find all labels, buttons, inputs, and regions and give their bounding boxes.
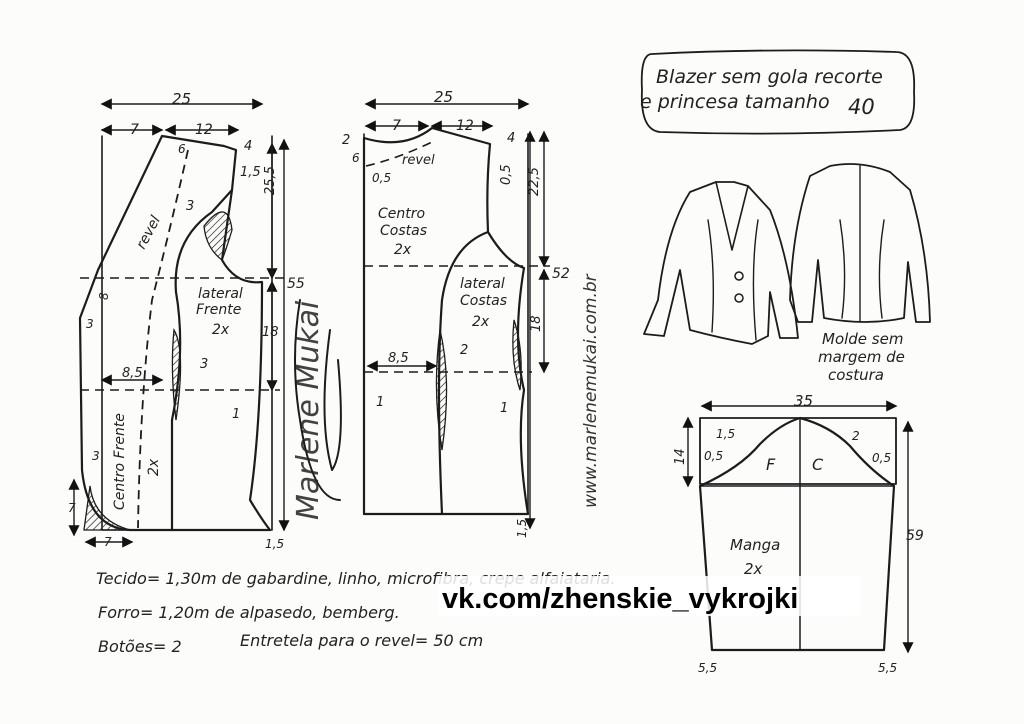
front-shoulder-label: 4: [244, 139, 252, 154]
front-panel-mark-2: 1: [232, 407, 240, 422]
sleeve-length-label: 59: [906, 528, 924, 544]
front-armhole-mark: 3: [186, 199, 194, 214]
title-size: 40: [848, 95, 875, 119]
back-total-label: 52: [552, 266, 570, 282]
back-top-right-label: 12: [456, 118, 474, 134]
front-facing-label: revel: [133, 213, 164, 252]
front-center-count: 2x: [146, 458, 162, 476]
sleeve-label: Manga: [730, 536, 780, 554]
front-side-count: 2x: [212, 322, 230, 338]
signature: Marlene Mukai: [291, 300, 326, 520]
watermark: vk.com/zhenskie_vykrojki: [442, 583, 798, 615]
sleeve-mark-right-2: 0,5: [872, 451, 891, 465]
back-side-label: 18: [529, 315, 544, 332]
back-piece: 25 7 12 4 2 6 0,5 revel 0,5 22,5 52 18 8…: [342, 88, 570, 538]
front-facing-width: 3: [86, 317, 94, 331]
front-panel-mark: 3: [200, 357, 208, 372]
sleeve-mark-left-2: 0,5: [704, 449, 723, 463]
blazer-sketch: [643, 163, 931, 345]
back-shoulder-label: 4: [507, 131, 515, 146]
back-facing-label: revel: [402, 153, 435, 168]
back-neck-depth-label: 6: [352, 151, 360, 165]
sleeve-piece: 35 14 59 F C 1,5 0,5 2 0,5 Manga 2x 5,5 …: [673, 392, 924, 675]
watermark-backdrop: [438, 576, 860, 616]
back-hem-rise-label: 1,5: [515, 519, 529, 538]
front-piece: 25 7 12 4 1,5 25,5 55 18 6 3 1,5 8 3 3 8…: [68, 90, 305, 551]
front-curve-label: 3: [92, 449, 100, 463]
back-top-left-label: 7: [392, 118, 401, 134]
title-box: [640, 49, 916, 135]
materials-lining: Forro= 1,20m de alpasedo, bemberg.: [98, 603, 400, 622]
front-hem-corner-v: 7: [68, 501, 76, 515]
sleeve-mark-right: 2: [852, 429, 860, 443]
front-width-label: 25: [172, 90, 191, 108]
front-waist-label: 8,5: [122, 366, 143, 381]
sleeve-count: 2x: [744, 560, 763, 578]
sleeve-width-label: 35: [794, 392, 813, 410]
materials-interfacing: Entretela para o revel= 50 cm: [240, 631, 483, 650]
front-neck-label: 6: [178, 142, 186, 156]
back-neck-facing-label: 0,5: [372, 171, 391, 185]
sleeve-hem-left: 5,5: [698, 661, 717, 675]
website-url: www.marlenemukai.com.br: [581, 273, 601, 508]
front-center-label: Centro Frente: [112, 413, 128, 510]
front-armhole-label: 25,5: [263, 166, 278, 195]
back-armhole-label: 22,5: [527, 167, 542, 196]
back-panel-mark-2: 1: [500, 401, 508, 416]
back-side-count: 2x: [472, 314, 490, 330]
materials-buttons: Botões= 2: [98, 637, 182, 656]
front-shoulder-drop-label: 1,5: [240, 165, 261, 180]
back-panel-mark: 1: [376, 395, 384, 410]
title-line-2: e princesa tamanho: [640, 91, 830, 113]
sleeve-mark-left: 1,5: [716, 427, 735, 441]
sleeve-cap-label: 14: [673, 448, 688, 465]
front-hem-corner-h: 7: [104, 535, 112, 549]
sleeve-front-label: F: [766, 455, 776, 474]
front-total-label: 55: [287, 276, 305, 292]
back-waist-label: 8,5: [388, 351, 409, 366]
back-neck-drop-label: 2: [342, 133, 350, 148]
signature-scribble: [294, 299, 342, 501]
back-waist-mark: 2: [460, 343, 468, 358]
sleeve-hem-right: 5,5: [878, 661, 897, 675]
front-side-label: 18: [262, 325, 279, 340]
title-line-1: Blazer sem gola recorte: [656, 66, 883, 88]
back-center-count: 2x: [394, 242, 412, 258]
back-width-label: 25: [434, 88, 453, 106]
front-hem-rise-label: 1,5: [265, 537, 284, 551]
back-shoulder-drop-label: 0,5: [499, 164, 514, 185]
front-dart-label: 8: [97, 292, 111, 300]
sleeve-back-label: C: [812, 455, 824, 474]
front-top-right-label: 12: [195, 122, 213, 138]
front-top-left-label: 7: [130, 122, 139, 138]
